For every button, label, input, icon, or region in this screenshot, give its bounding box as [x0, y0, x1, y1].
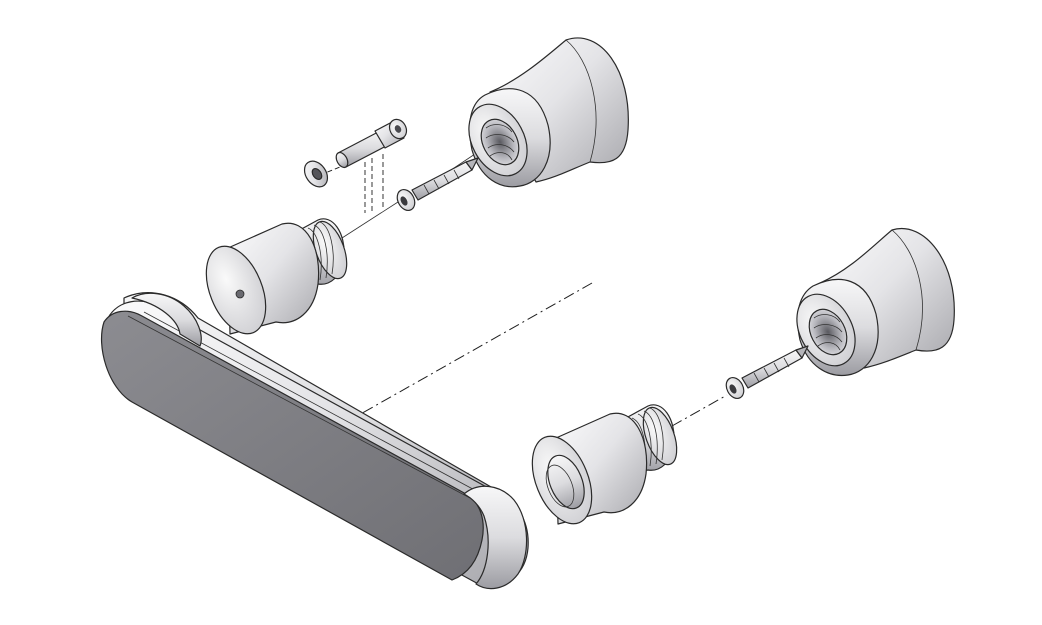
upper-mounting-post	[205, 218, 348, 335]
lower-screw	[725, 345, 809, 400]
upper-threaded-bell	[468, 37, 629, 188]
center-line-upper	[341, 147, 485, 239]
lower-threaded-bell	[796, 227, 955, 377]
center-line-main	[342, 282, 593, 425]
handle-bar	[100, 292, 529, 590]
lower-mounting-post	[531, 404, 678, 525]
washer	[303, 160, 329, 188]
set-screw	[335, 118, 408, 169]
upper-screw	[396, 157, 479, 212]
